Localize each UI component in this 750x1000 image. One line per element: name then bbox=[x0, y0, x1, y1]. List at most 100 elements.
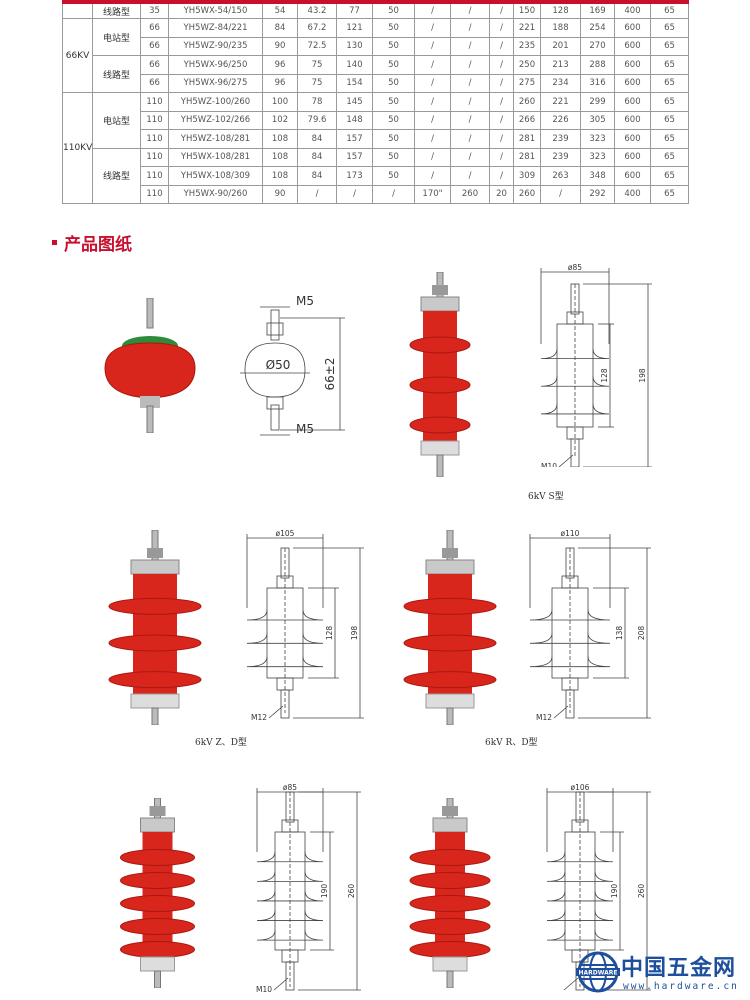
table-cell: 299 bbox=[580, 92, 615, 112]
table-cell: 50 bbox=[372, 92, 415, 112]
base-nut bbox=[140, 396, 160, 408]
table-cell: / bbox=[414, 73, 451, 93]
diameter-label: Ø50 bbox=[266, 358, 291, 372]
table-cell: 260 bbox=[513, 184, 541, 204]
table-cell: YH5WX-90/260 bbox=[168, 184, 263, 204]
table-cell: YH5WZ-100/260 bbox=[168, 92, 263, 112]
shed bbox=[108, 634, 202, 652]
shed-outline bbox=[256, 851, 324, 863]
table-cell: YH5WX-108/309 bbox=[168, 166, 263, 186]
table-cell: 145 bbox=[336, 92, 373, 112]
leader-line bbox=[268, 705, 284, 719]
table-cell: 128 bbox=[540, 0, 581, 19]
table-cell: 173 bbox=[336, 166, 373, 186]
table-cell: / bbox=[450, 36, 490, 56]
table-cell: 348 bbox=[580, 166, 615, 186]
table-cell: 266 bbox=[513, 110, 541, 130]
table-cell: 600 bbox=[614, 55, 651, 75]
table-cell: 235 bbox=[513, 36, 541, 56]
metal-cap bbox=[130, 559, 180, 575]
shed-outline bbox=[256, 910, 324, 921]
thread-label: M12 bbox=[251, 713, 267, 722]
table-cell: 75 bbox=[297, 73, 337, 93]
terminal-stud bbox=[146, 298, 154, 329]
type-cell: 线路型 bbox=[92, 147, 141, 204]
metal-cap bbox=[425, 559, 475, 575]
shed bbox=[409, 872, 491, 889]
table-cell: YH5WX-96/275 bbox=[168, 73, 263, 93]
table-cell: 263 bbox=[540, 166, 581, 186]
table-cell: 50 bbox=[372, 147, 415, 167]
photo-arrester-tall-2 bbox=[409, 798, 491, 988]
table-cell: / bbox=[540, 184, 581, 204]
photo-arrester-s bbox=[409, 272, 471, 477]
table-cell: 20 bbox=[489, 184, 514, 204]
shed-outline bbox=[529, 633, 611, 644]
shed-outline bbox=[256, 890, 324, 902]
shed-outline bbox=[246, 633, 324, 644]
caption-6kv-s: 6kV S型 bbox=[528, 492, 564, 502]
nut bbox=[147, 548, 163, 558]
shed bbox=[403, 671, 497, 689]
shed bbox=[403, 634, 497, 652]
table-cell: 281 bbox=[513, 129, 541, 149]
shed-outline bbox=[546, 910, 614, 921]
table-cell: 75 bbox=[297, 55, 337, 75]
bottom-nut bbox=[266, 396, 284, 410]
table-cell: 154 bbox=[336, 73, 373, 93]
table-cell: 157 bbox=[336, 147, 373, 167]
table-cell: 226 bbox=[540, 110, 581, 130]
table-cell: / bbox=[414, 92, 451, 112]
top-stud bbox=[570, 283, 580, 315]
inner-height-label: 190 bbox=[610, 884, 619, 899]
table-cell: 121 bbox=[336, 18, 373, 38]
table-cell: 108 bbox=[262, 129, 298, 149]
globe-icon: HARDWARE bbox=[576, 951, 620, 993]
table-cell: 65 bbox=[650, 92, 689, 112]
shed-outline bbox=[529, 656, 611, 668]
table-cell: 250 bbox=[513, 55, 541, 75]
base-cap bbox=[420, 440, 460, 456]
table-cell: / bbox=[489, 166, 514, 186]
table-cell: 110 bbox=[140, 184, 169, 204]
table-cell: 65 bbox=[650, 0, 689, 19]
diameter-label: ø110 bbox=[561, 529, 580, 538]
table-cell: 65 bbox=[650, 55, 689, 75]
outer-height-label: 198 bbox=[638, 368, 647, 383]
top-stud bbox=[280, 547, 290, 579]
table-cell: 140 bbox=[336, 55, 373, 75]
shed-outline bbox=[246, 609, 324, 621]
table-cell: 50 bbox=[372, 0, 415, 19]
table-cell: 90 bbox=[262, 184, 298, 204]
table-cell: 260 bbox=[513, 92, 541, 112]
table-cell: 84 bbox=[297, 166, 337, 186]
shed-outline bbox=[529, 609, 611, 621]
table-cell: / bbox=[414, 166, 451, 186]
type-cell: 线路型 bbox=[92, 55, 141, 93]
top-nut bbox=[266, 322, 284, 336]
table-cell: 323 bbox=[580, 147, 615, 167]
table-cell: 79.6 bbox=[297, 110, 337, 130]
bottom-stud bbox=[151, 707, 159, 725]
table-cell: 201 bbox=[540, 36, 581, 56]
watermark-name: 中国五金网 bbox=[621, 956, 737, 981]
top-thread-label: M5 bbox=[296, 294, 314, 308]
diameter-label: ø85 bbox=[568, 263, 582, 272]
section-title-text: 产品图纸 bbox=[64, 235, 132, 255]
table-cell: 305 bbox=[580, 110, 615, 130]
table-cell: 600 bbox=[614, 147, 651, 167]
table-cell: 100 bbox=[262, 92, 298, 112]
table-cell: / bbox=[450, 129, 490, 149]
table-cell: 148 bbox=[336, 110, 373, 130]
shed bbox=[409, 336, 471, 354]
table-cell: YH5WZ-108/281 bbox=[168, 129, 263, 149]
table-cell: / bbox=[450, 92, 490, 112]
voltage-group: 110KV bbox=[62, 92, 93, 204]
bottom-thread-label: M5 bbox=[296, 422, 314, 436]
table-cell: 35 bbox=[140, 0, 169, 19]
